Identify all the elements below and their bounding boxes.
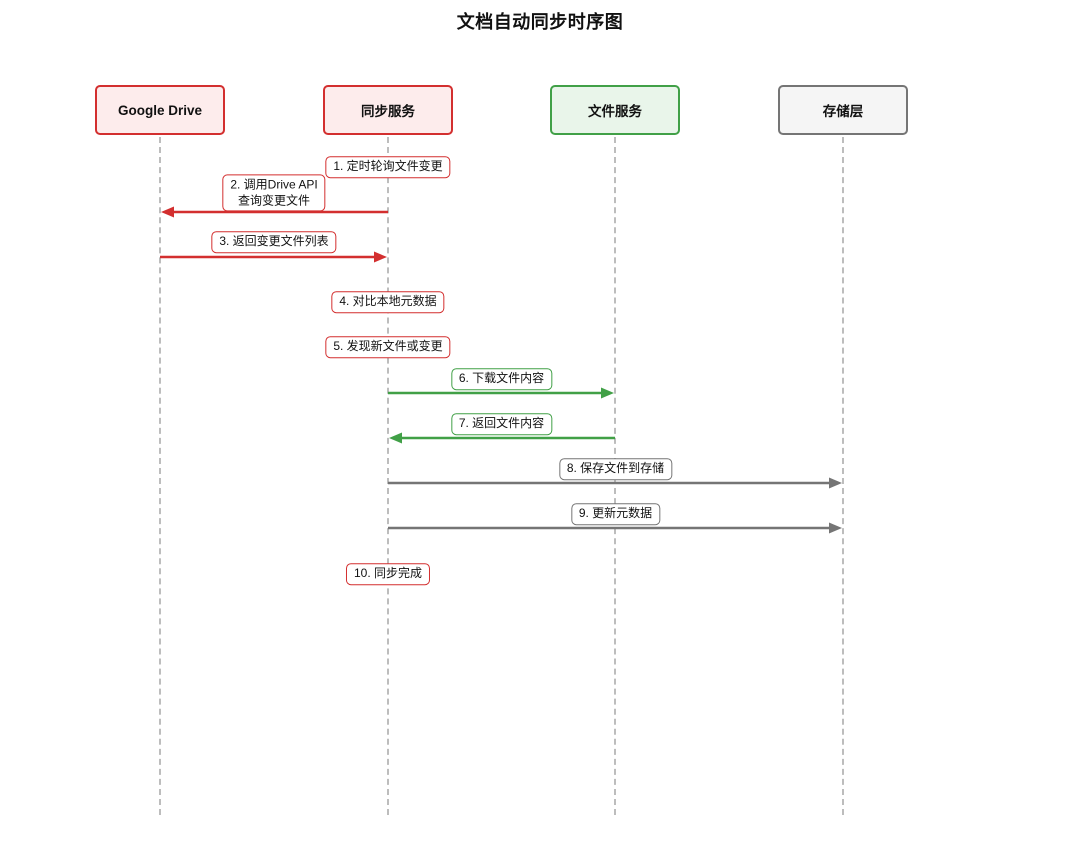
message-label-6: 6. 下载文件内容 <box>450 368 553 390</box>
message-label-3: 3. 返回变更文件列表 <box>211 231 337 253</box>
message-label-10: 10. 同步完成 <box>345 563 431 585</box>
message-label-5: 5. 发现新文件或变更 <box>325 336 451 358</box>
message-arrow-6 <box>388 387 614 399</box>
actor-storage-layer: 存储层 <box>778 85 908 135</box>
message-label-4: 4. 对比本地元数据 <box>331 291 445 313</box>
actor-label: 同步服务 <box>361 104 415 119</box>
message-label-1: 1. 定时轮询文件变更 <box>325 156 451 178</box>
message-arrow-8 <box>388 477 842 489</box>
message-label-7: 7. 返回文件内容 <box>450 413 553 435</box>
message-arrow-7 <box>389 432 615 444</box>
message-arrow-3 <box>160 251 387 263</box>
lifeline-storage-layer <box>842 137 844 815</box>
actor-label: 存储层 <box>822 104 864 119</box>
message-label-9: 9. 更新元数据 <box>570 503 661 525</box>
lifeline-google-drive <box>159 137 161 815</box>
diagram-title: 文档自动同步时序图 <box>456 12 624 32</box>
actor-label: 文件服务 <box>588 104 642 119</box>
message-arrow-2 <box>161 206 388 218</box>
message-label-2: 2. 调用Drive API 查询变更文件 <box>222 174 326 212</box>
actor-sync-service: 同步服务 <box>323 85 453 135</box>
lifeline-sync-service <box>387 137 389 815</box>
message-arrow-9 <box>388 522 842 534</box>
actor-label: Google Drive <box>117 102 203 118</box>
message-label-8: 8. 保存文件到存储 <box>558 458 673 480</box>
actor-google-drive: Google Drive <box>95 85 225 135</box>
actor-file-service: 文件服务 <box>550 85 680 135</box>
